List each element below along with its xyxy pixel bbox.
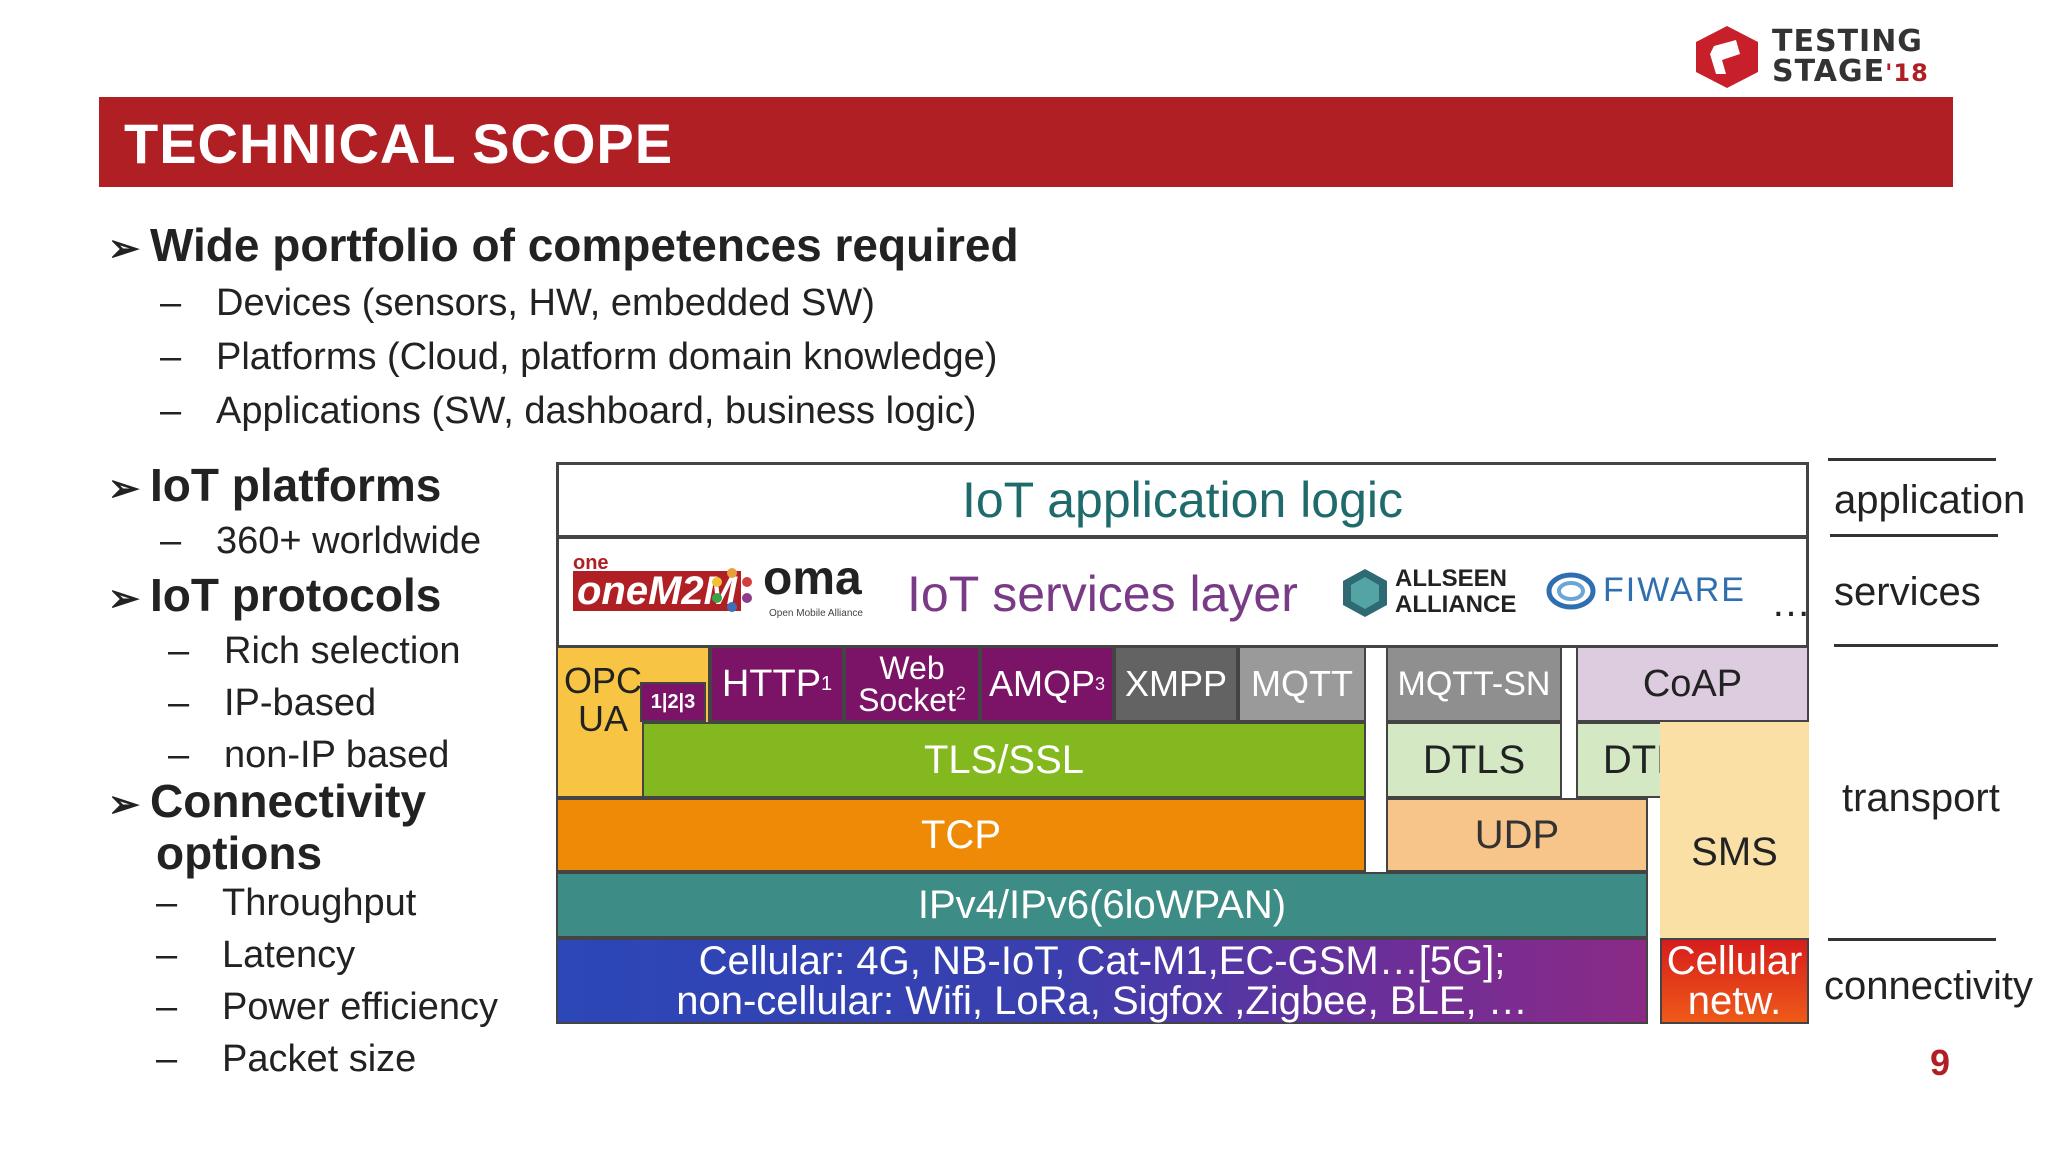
arrow-bullet-icon: ➢ — [108, 784, 140, 826]
arrow-bullet-icon: ➢ — [108, 578, 140, 620]
bullet-connectivity: ➢Connectivity — [108, 775, 427, 827]
fiware-logo: FIWARE — [1545, 569, 1755, 619]
layer-divider — [1830, 534, 1998, 537]
layer-divider — [1828, 458, 1996, 461]
tls-ssl-box: TLS/SSL — [642, 722, 1366, 798]
onem2m-logo: one oneM2M — [573, 553, 741, 627]
iot-application-logic: IoT application logic — [556, 462, 1809, 538]
coap-box: CoAP — [1576, 646, 1809, 722]
sub-item: –Devices (sensors, HW, embedded SW) — [160, 282, 875, 324]
sub-item: –Applications (SW, dashboard, business l… — [160, 390, 977, 432]
ip-box: IPv4/IPv6(6loWPAN) — [556, 872, 1648, 938]
bullet-portfolio: ➢Wide portfolio of competences required — [108, 218, 1019, 272]
sub-item: –Power efficiency — [156, 986, 498, 1028]
logo-line2: STAGE'18 — [1772, 54, 1929, 89]
layer-divider — [1828, 938, 1996, 941]
sub-item: –Rich selection — [168, 630, 461, 672]
arrow-bullet-icon: ➢ — [108, 228, 140, 270]
tcp-box: TCP — [556, 798, 1366, 872]
layer-label-services: services — [1834, 570, 1981, 614]
mqtt-sn-box: MQTT-SN — [1386, 646, 1562, 722]
sub-item: –Platforms (Cloud, platform domain knowl… — [160, 336, 998, 378]
sub-item: –Latency — [156, 934, 356, 976]
oma-logo-icon — [712, 568, 752, 612]
sub-item: –IP-based — [168, 682, 377, 724]
logo-line1: TESTING — [1772, 24, 1923, 59]
bullet-heading: Wide portfolio of competences required — [150, 219, 1019, 271]
testing-stage-logo: TESTING STAGE'18 — [1692, 22, 1942, 92]
services-layer-row: one oneM2M oma Open Mobile Alliance IoT … — [556, 536, 1811, 648]
testing-stage-logo-icon — [1696, 26, 1758, 88]
mqtt-box: MQTT — [1238, 646, 1366, 722]
layer-label-transport: transport — [1842, 776, 2000, 820]
xmpp-box: XMPP — [1114, 646, 1238, 722]
layer-divider — [1834, 644, 1998, 647]
arrow-bullet-icon: ➢ — [108, 468, 140, 510]
layer-label-application: application — [1834, 478, 2026, 522]
opc-badge: 1|2|3 — [640, 682, 706, 722]
bullet-protocols: ➢IoT protocols — [108, 569, 442, 621]
cellular-box: Cellular: 4G, NB-IoT, Cat-M1,EC-GSM…[5G]… — [556, 938, 1648, 1024]
bullet-connectivity-line2: options — [156, 827, 323, 879]
dtls-box-1: DTLS — [1386, 722, 1562, 798]
sub-item: –non-IP based — [168, 734, 450, 776]
oma-logo: oma Open Mobile Alliance — [707, 555, 897, 629]
layer-label-connectivity: connectivity — [1824, 964, 2033, 1008]
iot-services-layer-label: IoT services layer — [907, 566, 1298, 622]
sms-box: SMS — [1660, 722, 1809, 938]
allseen-alliance-icon — [1343, 569, 1387, 617]
sub-item: –Packet size — [156, 1038, 417, 1080]
page-number: 9 — [1930, 1042, 1951, 1083]
allseen-alliance-logo: ALLSEEN ALLIANCE — [1339, 567, 1539, 627]
sub-item: –360+ worldwide — [160, 520, 482, 562]
udp-box: UDP — [1386, 798, 1648, 872]
title-bar: TECHNICAL SCOPE — [99, 97, 1953, 187]
logo-year: '18 — [1885, 59, 1929, 87]
bullet-platforms: ➢IoT platforms — [108, 459, 442, 511]
fiware-icon — [1546, 572, 1596, 610]
sub-item: –Throughput — [156, 882, 417, 924]
slide-title: TECHNICAL SCOPE — [124, 112, 674, 175]
services-ellipsis: … — [1771, 581, 1811, 625]
